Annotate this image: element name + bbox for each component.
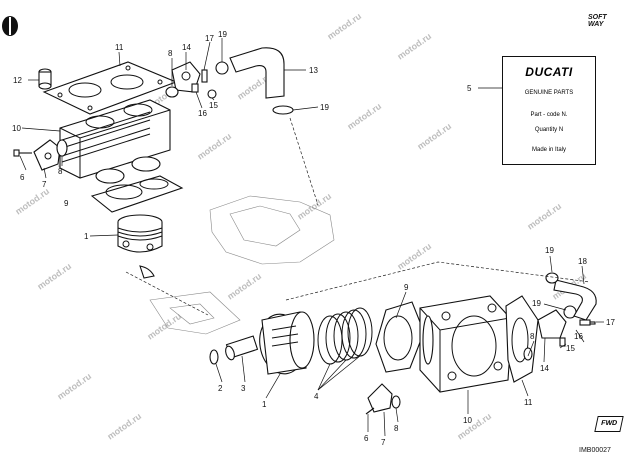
callout-1: 1 [262,400,267,409]
watermark-text: motod.ru [525,201,563,232]
watermark-text: motod.ru [325,11,363,42]
callout-10: 10 [12,124,21,133]
watermark-text: motod.ru [345,101,383,132]
callout-16: 16 [198,109,207,118]
callout-16: 16 [574,332,583,341]
callout-14: 14 [182,43,191,52]
callout-10: 10 [463,416,472,425]
label-quantity: Quantity N [534,127,564,133]
callout-18: 18 [578,257,587,266]
watermark-text: motod.ru [295,191,333,222]
watermark-text: motod.ru [415,121,453,152]
callout-1: 1 [84,232,89,241]
callout-4: 4 [314,392,319,401]
callout-13: 13 [309,66,318,75]
label-made-in: Made in Italy [531,147,567,153]
callout-19: 19 [545,246,554,255]
callout-8: 8 [58,167,63,176]
callout-19: 19 [218,30,227,39]
bottom-right-cylinder-group [209,261,597,415]
callout-8: 8 [530,332,535,341]
callout-9: 9 [404,283,409,292]
drawing-code: IMB00027 [579,447,611,454]
softway-badge-line2: WAY [588,21,604,28]
callout-6: 6 [20,173,25,182]
callout-12: 12 [13,76,22,85]
callout-19: 19 [320,103,329,112]
watermark-text: motod.ru [195,131,233,162]
label-genuine-parts: GENUINE PARTS [524,90,574,96]
watermark-text: motod.ru [225,271,263,302]
top-left-cylinder-group [13,47,335,335]
callout-15: 15 [566,344,575,353]
callout-14: 14 [540,364,549,373]
callout-5: 5 [467,84,472,93]
callout-11: 11 [115,43,124,52]
parts-label-card: DUCATI GENUINE PARTS Part - code N. Quan… [502,56,596,165]
cylinder-part [419,295,513,393]
callout-15: 15 [209,101,218,110]
callout-17: 17 [205,34,214,43]
watermark-text: motod.ru [13,186,51,217]
piston-rings-part [317,307,373,365]
piston-part [117,214,163,279]
callout-labels: 12 11 10 6 7 8 9 1 8 14 17 19 16 15 13 1… [12,30,615,447]
softway-logo-icon [2,16,18,36]
sleeve-part [38,68,52,90]
callout-7: 7 [42,180,47,189]
callout-19: 19 [532,299,541,308]
watermark-text: motod.ru [395,241,433,272]
brand-logo: DUCATI [525,65,573,79]
base-gasket-part [90,175,184,213]
coolant-hose-part [229,47,294,115]
watermark-text: motod.ru [35,261,73,292]
watermark-text: motod.ru [145,311,183,342]
leader-lines [19,38,604,437]
watermark-text: motod.ru [395,31,433,62]
watermark-text: motod.ru [55,371,93,402]
watermark-text: motod.ru [105,411,143,442]
head-gasket-part [505,295,539,383]
callout-3: 3 [241,384,246,393]
callout-8: 8 [394,424,399,433]
cylinder-part [59,99,171,184]
side-cover-part [13,139,68,171]
side-cover-part [365,383,401,415]
softway-badge: SOFT WAY [588,14,607,28]
watermark-text: motod.ru [455,411,493,442]
callout-17: 17 [606,318,615,327]
base-gasket-part [375,301,425,373]
callout-11: 11 [524,398,533,407]
thermostat-body-part [165,61,229,99]
piston-part [259,311,315,375]
callout-6: 6 [364,434,369,443]
softway-badge-line1: SOFT [588,14,607,21]
callout-9: 9 [64,199,69,208]
piston-pin-part [209,335,259,365]
fwd-direction-badge: FWD [594,416,624,432]
callout-7: 7 [381,438,386,447]
label-part-code: Part - code N. [530,112,568,118]
callout-2: 2 [218,384,223,393]
callout-8: 8 [168,49,173,58]
